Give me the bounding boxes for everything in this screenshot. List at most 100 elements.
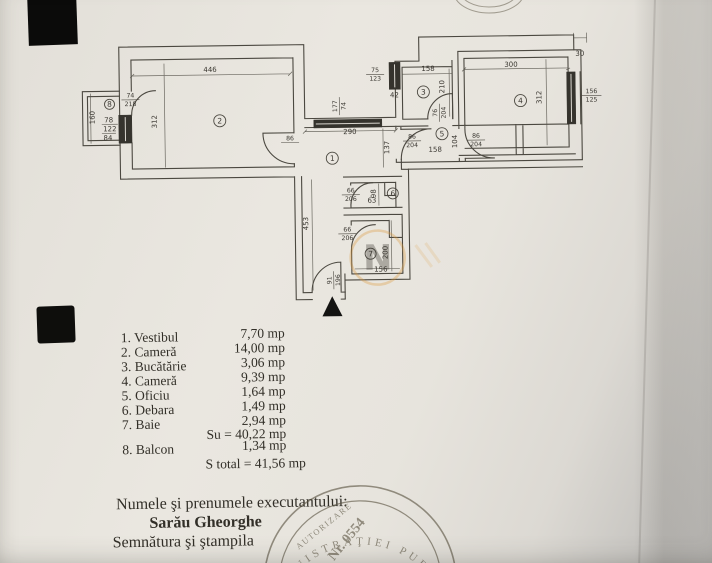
window-hall-top xyxy=(313,118,383,129)
svg-text:156: 156 xyxy=(585,88,597,95)
legend-row-value: 2,94 mp xyxy=(242,412,287,428)
room-label-oficiu: 5 xyxy=(435,127,449,141)
legend-row-value: 9,39 mp xyxy=(241,369,286,385)
legend-row-value: 14,00 mp xyxy=(234,340,285,356)
svg-text:76: 76 xyxy=(432,109,439,117)
door-arc-baie xyxy=(351,224,376,250)
floor-plan: 446 312 160 78 122 84 290 137 453 42 158… xyxy=(81,32,602,317)
svg-text:ADMINISTRAŢIEI PUBLICE: ADMINISTRAŢIEI PUBLICE xyxy=(267,534,454,563)
punch-hole-top xyxy=(27,0,78,46)
legend-subtotal: Su = 40,22 mp xyxy=(206,426,286,442)
svg-text:204: 204 xyxy=(441,107,448,119)
dim-oficiu-width: 158 xyxy=(428,146,441,154)
svg-text:125: 125 xyxy=(586,97,598,104)
svg-text:5: 5 xyxy=(440,129,445,138)
dim-42: 42 xyxy=(390,91,399,99)
entrance-arrow xyxy=(322,296,343,317)
dimension-lines xyxy=(90,32,588,291)
stamp-ring-text: ADMINISTRAŢIEI PUBLICE xyxy=(267,534,454,563)
svg-text:1: 1 xyxy=(330,154,335,163)
window-balcony xyxy=(118,114,133,144)
legend-row-value: 7,70 mp xyxy=(240,325,285,341)
punch-hole-middle xyxy=(36,305,76,344)
legend-row-value: 1,64 mp xyxy=(241,383,286,399)
dim-room4-width: 300 xyxy=(504,61,517,69)
svg-text:86: 86 xyxy=(472,133,480,140)
legend-row-value: 1,34 mp xyxy=(242,437,287,453)
door-arc-entrance xyxy=(311,261,342,293)
svg-text:218: 218 xyxy=(125,101,137,108)
svg-text:66: 66 xyxy=(343,226,351,233)
dim-baie-height: 200 xyxy=(382,246,390,259)
dim-room2-width: 446 xyxy=(203,66,217,74)
dim-30: 30 xyxy=(575,50,584,58)
svg-text:74: 74 xyxy=(341,102,348,110)
door-arc-debara xyxy=(350,182,374,206)
room-label-vestibul: 1 xyxy=(325,151,339,165)
executor-label: Numele şi prenumele executantului: xyxy=(116,493,348,513)
dim-oficiu-height: 104 xyxy=(451,134,459,148)
door-arc-room2 xyxy=(262,132,295,165)
room-label-bucatarie: 3 xyxy=(416,85,430,99)
svg-text:2: 2 xyxy=(217,116,222,125)
legend-row-label: 8. Balcon xyxy=(122,441,174,457)
legend-total: S total = 41,56 mp xyxy=(205,455,306,471)
footer-block: Numele şi prenumele executantului: Sarău… xyxy=(113,493,348,551)
svg-text:6: 6 xyxy=(390,189,395,198)
legend-row-label: 1. Vestibul xyxy=(121,329,179,345)
door-arc-kitchen xyxy=(427,92,454,120)
svg-text:91: 91 xyxy=(326,276,333,284)
executor-name: Sarău Gheorghe xyxy=(149,513,262,532)
door-arc-balcony xyxy=(131,90,156,116)
svg-text:204: 204 xyxy=(470,141,482,148)
dim-63: 63 xyxy=(367,197,376,205)
svg-text:75: 75 xyxy=(371,67,379,74)
svg-text:177: 177 xyxy=(332,100,339,112)
room-label-baie: 7 xyxy=(364,247,377,260)
window-kitchen xyxy=(388,62,401,90)
svg-text:3: 3 xyxy=(421,88,426,97)
paper-edge-shadow xyxy=(634,0,712,563)
watermark-logo: N xyxy=(349,229,441,286)
door-arc-oficiu-right xyxy=(464,128,495,159)
room-label-camera4: 4 xyxy=(514,94,527,108)
signature-label: Semnătura şi ştampila xyxy=(113,532,255,551)
dim-hall-width: 290 xyxy=(343,128,356,136)
svg-text:74: 74 xyxy=(126,92,134,99)
door-arc-oficiu-left xyxy=(400,128,432,160)
legend-row-label: 4. Cameră xyxy=(121,373,177,389)
dim-78: 78 xyxy=(104,116,113,124)
svg-text:123: 123 xyxy=(369,76,381,83)
dim-137: 137 xyxy=(383,141,391,154)
svg-text:204: 204 xyxy=(406,142,418,149)
dim-kitchen-height: 210 xyxy=(438,80,446,93)
room-legend: 1. Vestibul 7,70 mp 2. Cameră 14,00 mp 3… xyxy=(121,325,306,471)
walls-inner xyxy=(130,49,583,294)
dim-hall-depth: 453 xyxy=(302,217,310,230)
legend-row-label: 5. Oficiu xyxy=(121,388,169,404)
dim-debara-height: 98 xyxy=(370,189,378,198)
watermark-letter: N xyxy=(363,238,393,278)
window-room4 xyxy=(566,71,577,125)
svg-text:206: 206 xyxy=(341,235,353,242)
svg-text:86: 86 xyxy=(286,135,294,142)
room-label-debara: 6 xyxy=(386,187,399,200)
svg-text:66: 66 xyxy=(347,187,355,194)
dim-room2-height: 312 xyxy=(151,115,159,128)
dim-balcony-height: 160 xyxy=(89,111,97,124)
balcony-walls xyxy=(81,90,121,147)
dim-kitchen-width: 158 xyxy=(421,65,434,73)
dim-84: 84 xyxy=(103,134,113,142)
svg-text:86: 86 xyxy=(408,134,416,141)
